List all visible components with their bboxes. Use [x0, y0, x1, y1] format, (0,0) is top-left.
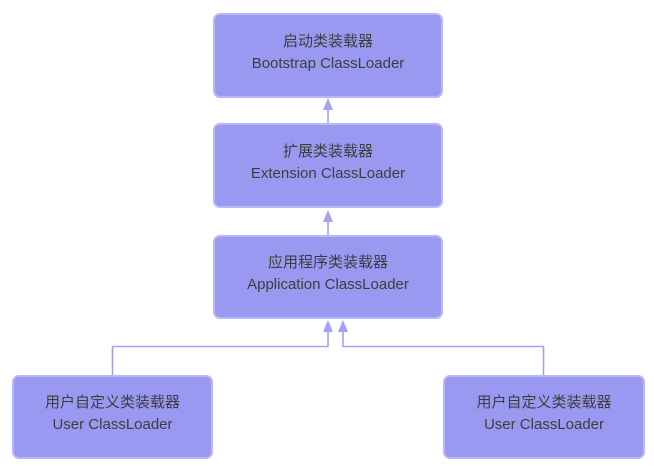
node-application-classloader: 应用程序类装载器 Application ClassLoader	[213, 235, 443, 319]
node-user-classloader-right: 用户自定义类装载器 User ClassLoader	[443, 375, 645, 459]
node-bootstrap-label-en: Bootstrap ClassLoader	[251, 54, 405, 72]
node-application-label-en: Application ClassLoader	[247, 276, 409, 293]
node-user-right-label-zh: 用户自定义类装载器	[476, 394, 612, 411]
node-bootstrap-classloader: 启动类装载器 Bootstrap ClassLoader	[213, 13, 443, 98]
edge-application-to-extension-arrowhead-icon	[323, 210, 333, 222]
edge-user-left-to-application-arrowhead-icon	[323, 320, 333, 332]
node-user-classloader-left: 用户自定义类装载器 User ClassLoader	[12, 375, 213, 459]
node-bootstrap-label-zh: 启动类装载器	[282, 32, 373, 50]
edge-user-left-to-application-line	[111, 330, 329, 375]
node-application-label-zh: 应用程序类装载器	[267, 254, 388, 271]
node-user-right-label-en: User ClassLoader	[483, 416, 605, 433]
edge-extension-to-bootstrap-arrowhead-icon	[323, 98, 333, 110]
node-extension-classloader: 扩展类装载器 Extension ClassLoader	[213, 123, 443, 208]
node-user-left-label-zh: 用户自定义类装载器	[44, 394, 180, 411]
node-extension-label-zh: 扩展类装载器	[282, 142, 373, 160]
edge-user-right-to-application-line	[342, 330, 545, 375]
node-user-left-label-en: User ClassLoader	[52, 416, 173, 433]
edge-user-right-to-application-arrowhead-icon	[338, 320, 348, 332]
node-extension-label-en: Extension ClassLoader	[250, 164, 406, 182]
